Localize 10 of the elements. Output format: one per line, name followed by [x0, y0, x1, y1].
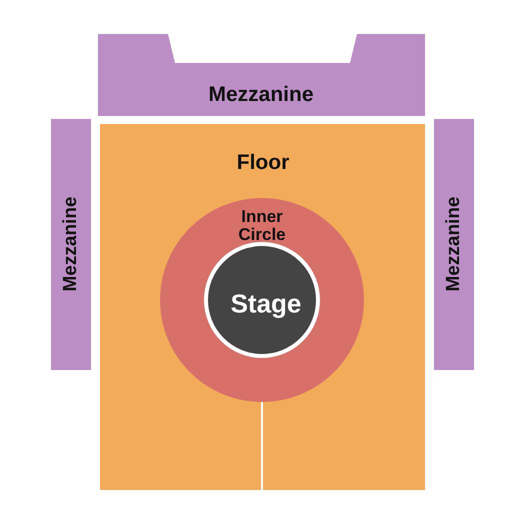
section-label: Mezzanine [444, 196, 464, 292]
floor-section [100, 124, 425, 490]
section-label: Floor [236, 152, 290, 174]
mezzanine-section [434, 119, 474, 370]
section-label: Stage [230, 290, 302, 318]
section-label: Inner Circle [237, 208, 287, 244]
mezzanine-section [98, 34, 425, 116]
mezzanine-section [51, 119, 91, 370]
section-label: Mezzanine [61, 196, 81, 292]
section-label: Mezzanine [208, 84, 314, 106]
